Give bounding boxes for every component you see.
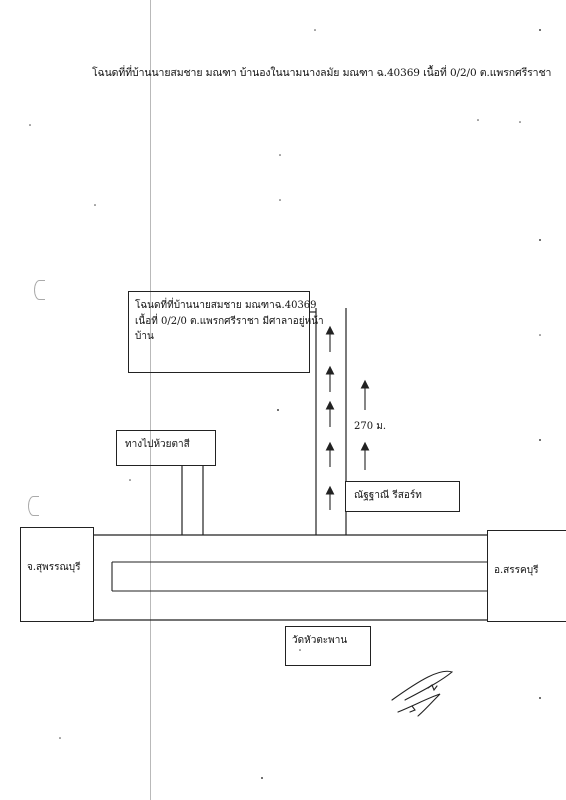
arrow-up-icon bbox=[325, 485, 335, 510]
document-title: โฉนดที่ที่บ้านนายสมชาย มณฑา บ้านองในนามน… bbox=[92, 67, 552, 79]
property-info-box: โฉนดที่ที่บ้านนายสมชาย มณฑาฉ.40369 เนื้อ… bbox=[128, 291, 324, 373]
east-destination-box: อ.สรรคบุรี bbox=[487, 530, 566, 622]
arrow-up-icon bbox=[325, 400, 335, 427]
left-road-label-box: ทางไปห้วยตาสี bbox=[116, 430, 216, 466]
arrow-up-icon bbox=[325, 441, 335, 467]
resort-label-box: ณัฐฐาณี รีสอร์ท bbox=[345, 481, 460, 512]
east-destination-label: อ.สรรคบุรี bbox=[494, 565, 539, 576]
west-destination-box: จ.สุพรรณบุรี bbox=[20, 527, 94, 622]
property-info-line: บ้าน bbox=[135, 331, 154, 342]
distance-arrow-up-icon bbox=[360, 441, 370, 470]
distance-label: 270 ม. bbox=[354, 421, 387, 432]
fold-line bbox=[150, 0, 151, 800]
arrow-up-icon bbox=[325, 365, 335, 392]
punch-hole-mark bbox=[28, 496, 39, 516]
handwritten-signature bbox=[391, 670, 454, 717]
property-info-line: โฉนดที่ที่บ้านนายสมชาย มณฑาฉ.40369 bbox=[135, 300, 317, 311]
scan-specks bbox=[29, 29, 541, 779]
resort-label: ณัฐฐาณี รีสอร์ท bbox=[354, 490, 422, 501]
arrow-up-icon bbox=[325, 325, 335, 352]
punch-hole-mark bbox=[34, 280, 45, 300]
west-destination-label: จ.สุพรรณบุรี bbox=[27, 562, 81, 573]
temple-label: วัดหัวตะพาน bbox=[292, 635, 348, 646]
temple-label-box: วัดหัวตะพาน bbox=[285, 626, 371, 666]
property-info-line: เนื้อที่ 0/2/0 ต.แพรกศรีราชา มีศาลาอยู่ห… bbox=[135, 315, 324, 327]
distance-arrow-up-icon bbox=[360, 379, 370, 410]
left-road-label: ทางไปห้วยตาสี bbox=[125, 439, 190, 450]
